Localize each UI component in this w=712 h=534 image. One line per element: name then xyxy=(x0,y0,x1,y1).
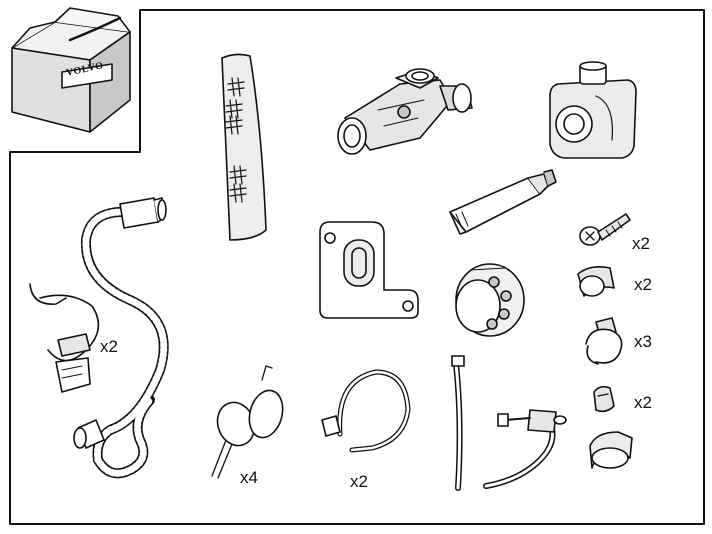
hose-clamp-icon xyxy=(29,283,100,393)
quantity-label-velcro-strap: x4 xyxy=(240,468,258,487)
corrugated-hose-icon xyxy=(73,197,169,479)
cable-grommet-icon xyxy=(455,263,525,337)
reservoir-container-icon xyxy=(549,61,637,159)
diagram-frame xyxy=(9,9,705,525)
velcro-strap-icon xyxy=(211,365,284,479)
y-connector-valve-icon xyxy=(337,68,473,155)
quantity-label-double-clip: x3 xyxy=(634,332,652,351)
cable-tie-mount-icon xyxy=(483,409,567,489)
double-clip-icon xyxy=(585,317,623,365)
straight-cable-tie-icon xyxy=(451,355,465,491)
cable-tie-loop-icon xyxy=(321,369,411,453)
quantity-label-small-clip: x2 xyxy=(634,393,652,412)
quantity-label-cable-tie: x2 xyxy=(350,472,368,491)
quantity-label-half-clip: x2 xyxy=(634,275,652,294)
small-clip-icon xyxy=(593,385,615,413)
half-clip-icon xyxy=(577,266,615,297)
screw-icon xyxy=(579,213,631,246)
volvo-box-icon xyxy=(11,7,131,133)
quantity-label-hose-clamp: x2 xyxy=(100,337,118,356)
mounting-bracket-icon xyxy=(319,221,419,319)
grease-tube-icon xyxy=(449,169,557,235)
adhesive-patch-strip-icon xyxy=(221,53,267,241)
quantity-label-screw: x2 xyxy=(632,234,650,253)
open-ring-clip-icon xyxy=(589,431,633,469)
